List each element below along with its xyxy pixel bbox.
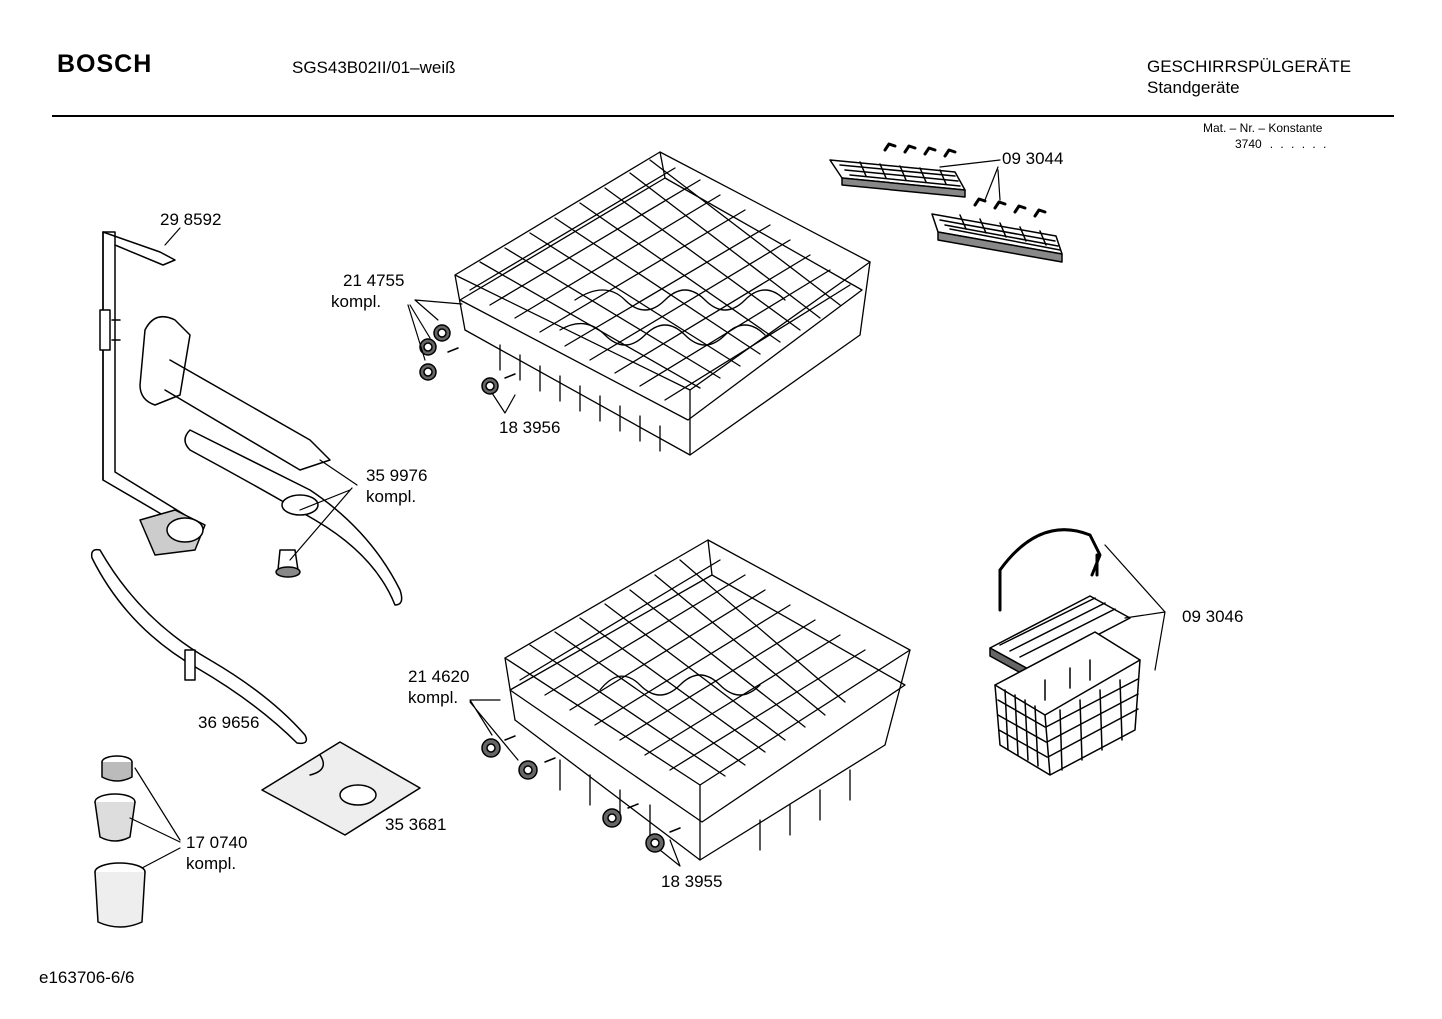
part-label-359976: 35 9976 <box>366 466 428 485</box>
material-constant-value: 3740 . . . . . . <box>1235 137 1328 151</box>
upper-spray-arm-assembly <box>139 315 403 606</box>
material-constant-number: 3740 <box>1235 137 1262 151</box>
upper-basket <box>454 151 871 456</box>
category-title: GESCHIRRSPÜLGERÄTE <box>1147 57 1352 76</box>
part-label-214755: 21 4755 <box>343 271 405 290</box>
category-subtitle: Standgeräte <box>1147 78 1240 97</box>
flat-filter-plate <box>261 741 421 836</box>
cutlery-tray-shelf-upper <box>829 142 966 198</box>
part-label-170740-note: kompl. <box>186 854 237 873</box>
part-label-298592: 29 8592 <box>160 210 222 229</box>
material-constant-label: Mat. – Nr. – Konstante <box>1203 121 1323 135</box>
lower-basket <box>504 539 911 861</box>
page-identifier: e163706-6/6 <box>39 968 135 987</box>
upper-basket-rollers <box>419 324 516 395</box>
part-label-093046: 09 3046 <box>1182 607 1244 626</box>
part-label-183955: 18 3955 <box>661 872 723 891</box>
lower-spray-arm <box>90 548 308 745</box>
spray-feed-tube <box>99 231 206 556</box>
leader-lines <box>129 159 1166 869</box>
part-label-183956: 18 3956 <box>499 418 561 437</box>
material-constant-dots: . . . . . . <box>1269 137 1329 151</box>
part-label-093044: 09 3044 <box>1002 149 1064 168</box>
part-label-214620: 21 4620 <box>408 667 470 686</box>
header-divider <box>52 115 1394 117</box>
filter-set <box>94 755 146 928</box>
lower-basket-rollers <box>481 735 681 853</box>
brand-logo: BOSCH <box>57 50 153 78</box>
part-label-214620-note: kompl. <box>408 688 459 707</box>
part-label-359976-note: kompl. <box>366 487 417 506</box>
model-number: SGS43B02II/01–weiß <box>292 58 456 77</box>
part-label-214755-note: kompl. <box>331 292 382 311</box>
part-label-353681: 35 3681 <box>385 815 447 834</box>
cutlery-basket <box>989 528 1141 776</box>
part-label-170740: 17 0740 <box>186 833 248 852</box>
part-label-369656: 36 9656 <box>198 713 260 732</box>
cutlery-tray-shelf-lower <box>931 197 1063 263</box>
